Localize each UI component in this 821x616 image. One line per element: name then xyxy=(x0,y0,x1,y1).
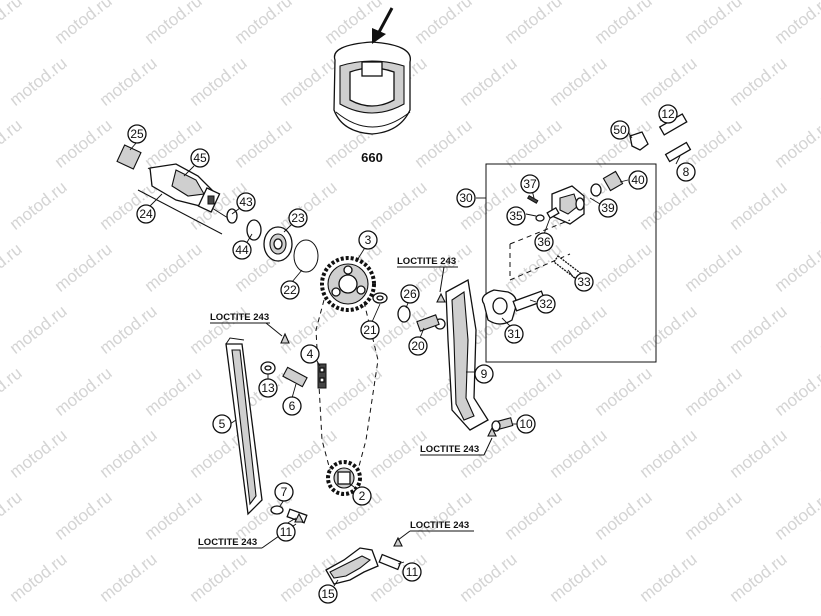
callout-20: 20 xyxy=(408,336,428,356)
callout-11-lower-left: 11 xyxy=(276,522,296,542)
svg-text:23: 23 xyxy=(291,211,305,225)
callout-26: 26 xyxy=(400,284,420,304)
svg-text:31: 31 xyxy=(507,327,521,341)
svg-text:12: 12 xyxy=(661,107,675,121)
svg-text:25: 25 xyxy=(130,127,144,141)
svg-text:2: 2 xyxy=(359,489,366,503)
svg-text:LOCTITE 243: LOCTITE 243 xyxy=(210,312,269,323)
pointer-arrow xyxy=(372,7,394,44)
svg-text:37: 37 xyxy=(523,177,537,191)
svg-text:10: 10 xyxy=(519,417,533,431)
svg-text:30: 30 xyxy=(459,191,473,205)
svg-text:20: 20 xyxy=(411,339,425,353)
svg-text:7: 7 xyxy=(281,485,288,499)
bracket-part-15 xyxy=(325,536,403,585)
callout-7: 7 xyxy=(274,482,294,502)
callout-23: 23 xyxy=(288,208,308,228)
loctite-note-1: LOCTITE 243 xyxy=(397,256,458,293)
svg-text:5: 5 xyxy=(219,417,226,431)
svg-text:11: 11 xyxy=(406,565,419,579)
svg-text:15: 15 xyxy=(321,587,335,601)
svg-text:45: 45 xyxy=(193,151,207,165)
callout-40: 40 xyxy=(628,170,648,190)
loctite-note-5: LOCTITE 243 xyxy=(397,520,474,541)
callout-43: 43 xyxy=(236,192,256,212)
callout-44: 44 xyxy=(232,240,252,260)
callout-12: 12 xyxy=(658,104,678,124)
callout-22: 22 xyxy=(280,280,300,300)
callout-13: 13 xyxy=(258,378,278,398)
camshaft-part xyxy=(116,144,238,235)
callout-8: 8 xyxy=(676,162,696,182)
svg-text:36: 36 xyxy=(537,235,551,249)
callout-30: 30 xyxy=(456,188,476,208)
tensioner-rail-part xyxy=(416,278,514,437)
callout-45: 45 xyxy=(190,148,210,168)
bearing-part-23 xyxy=(246,219,293,262)
svg-text:LOCTITE 243: LOCTITE 243 xyxy=(420,444,479,455)
svg-text:11: 11 xyxy=(280,525,293,539)
svg-text:26: 26 xyxy=(403,287,417,301)
callout-25: 25 xyxy=(127,124,147,144)
callout-50: 50 xyxy=(610,120,630,140)
callout-39: 39 xyxy=(598,198,618,218)
svg-text:24: 24 xyxy=(139,207,153,221)
callout-9: 9 xyxy=(474,364,494,384)
callout-37: 37 xyxy=(520,174,540,194)
svg-text:13: 13 xyxy=(261,381,275,395)
callout-10: 10 xyxy=(516,414,536,434)
callout-21: 21 xyxy=(360,320,380,340)
callout-5: 5 xyxy=(212,414,232,434)
svg-text:33: 33 xyxy=(577,275,591,289)
svg-text:LOCTITE 243: LOCTITE 243 xyxy=(198,537,257,548)
camshaft-sprocket xyxy=(320,256,411,323)
callout-31: 31 xyxy=(504,324,524,344)
callout-11-bottom: 11 xyxy=(402,562,422,582)
callout-15: 15 xyxy=(318,584,338,604)
svg-text:21: 21 xyxy=(363,323,377,337)
model-label: 660 xyxy=(361,150,383,165)
svg-text:3: 3 xyxy=(365,233,372,247)
loctite-note-2: LOCTITE 243 xyxy=(210,312,283,337)
svg-text:6: 6 xyxy=(289,399,296,413)
crankshaft-sprocket xyxy=(326,460,362,496)
callout-3: 3 xyxy=(358,230,378,250)
svg-text:LOCTITE 243: LOCTITE 243 xyxy=(397,256,456,267)
housing-part xyxy=(333,41,411,135)
loctite-note-3: LOCTITE 243 xyxy=(420,437,493,456)
chain-guide-part xyxy=(225,337,263,516)
svg-text:35: 35 xyxy=(509,209,523,223)
callout-35: 35 xyxy=(506,206,526,226)
small-parts-left xyxy=(260,332,327,524)
callout-6: 6 xyxy=(282,396,302,416)
callout-33: 33 xyxy=(574,272,594,292)
svg-text:LOCTITE 243: LOCTITE 243 xyxy=(410,520,469,531)
callout-4: 4 xyxy=(300,344,320,364)
callout-36: 36 xyxy=(534,232,554,252)
svg-text:22: 22 xyxy=(283,283,297,297)
svg-text:8: 8 xyxy=(683,165,690,179)
circlip-part-22 xyxy=(293,239,319,273)
svg-text:40: 40 xyxy=(631,173,645,187)
svg-text:43: 43 xyxy=(239,195,253,209)
callout-32: 32 xyxy=(536,294,556,314)
callout-2: 2 xyxy=(352,486,372,506)
callout-24: 24 xyxy=(136,204,156,224)
small-parts-top-right xyxy=(629,113,692,163)
svg-text:39: 39 xyxy=(601,201,615,215)
svg-text:4: 4 xyxy=(307,347,314,361)
svg-text:32: 32 xyxy=(539,297,553,311)
svg-text:44: 44 xyxy=(235,243,249,257)
svg-text:9: 9 xyxy=(481,367,488,381)
svg-text:50: 50 xyxy=(613,123,627,137)
